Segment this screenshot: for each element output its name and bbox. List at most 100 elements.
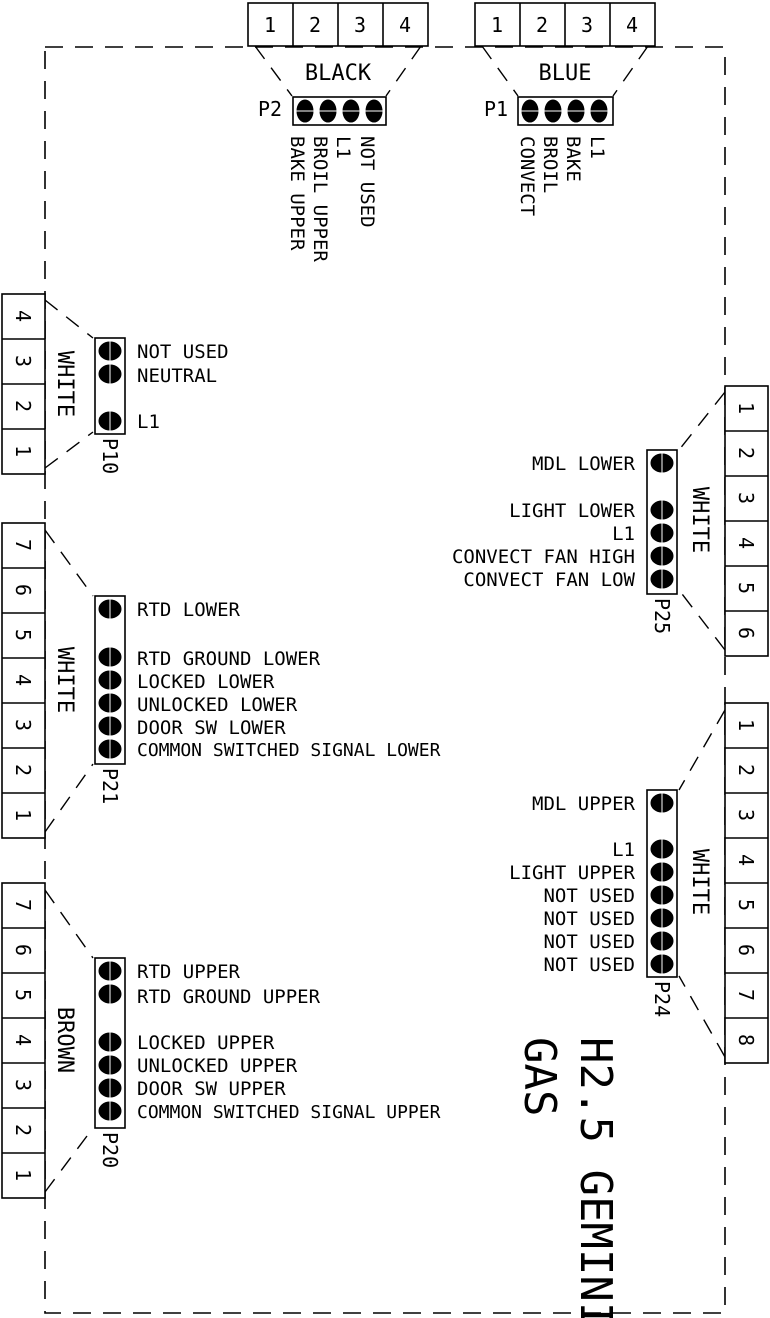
- p2-label-1: BAKE UPPER: [286, 136, 308, 251]
- connector-p24: 1 2 3 4 5 6 7 8 WHITE P24 MDL UPPER L1 L…: [509, 702, 769, 1064]
- p1-color-label: BLUE: [539, 61, 592, 86]
- p20-label-3: LOCKED UPPER: [137, 1032, 275, 1054]
- title-line-2: GAS: [514, 1037, 565, 1116]
- p21-label-2: RTD GROUND LOWER: [137, 648, 321, 670]
- p25-color-label: WHITE: [687, 487, 712, 553]
- p21-pin-5: 5: [11, 629, 35, 641]
- p20-pin-4: 4: [11, 1034, 35, 1046]
- p20-pin-5: 5: [11, 989, 35, 1001]
- p20-pin-strip: [1, 882, 46, 1199]
- p25-pin-3: 3: [734, 492, 758, 504]
- p21-label-6: COMMON SWITCHED SIGNAL LOWER: [137, 740, 441, 761]
- p20-pin-3: 3: [11, 1079, 35, 1091]
- p25-label-5: CONVECT FAN LOW: [463, 569, 635, 591]
- p21-pins: [98, 599, 122, 759]
- p24-pin-4: 4: [734, 854, 758, 866]
- p21-label-1: RTD LOWER: [137, 599, 241, 621]
- p20-label-5: DOOR SW UPPER: [137, 1078, 286, 1100]
- p10-pin-1: 1: [11, 445, 35, 457]
- p10-ref-label: P10: [98, 438, 122, 474]
- p25-label-4: CONVECT FAN HIGH: [452, 546, 635, 568]
- connector-p1: 1 2 3 4 BLUE P1 CONVECT BROIL BAKE L1: [474, 2, 656, 216]
- p2-pin-3: 3: [354, 13, 366, 37]
- p20-pin-7: 7: [11, 899, 35, 911]
- p21-ref-label: P21: [98, 768, 122, 804]
- p21-pin-7: 7: [11, 539, 35, 551]
- p25-pin-1: 1: [734, 402, 758, 414]
- p1-pin-2: 2: [536, 13, 548, 37]
- p2-pin-1: 1: [264, 13, 276, 37]
- p10-pin-2: 2: [11, 400, 35, 412]
- p1-pin-1: 1: [491, 13, 503, 37]
- p21-label-5: DOOR SW LOWER: [137, 717, 286, 739]
- connector-p20: 7 6 5 4 3 2 1 BROWN P20 RTD UPPER RTD GR…: [1, 882, 441, 1199]
- p24-label-4: NOT USED: [543, 885, 635, 907]
- p21-color-label: WHITE: [52, 647, 77, 713]
- p2-pin-4: 4: [399, 13, 411, 37]
- p1-pins: [521, 99, 608, 123]
- p10-label-2: NEUTRAL: [137, 365, 217, 387]
- p20-pins: [98, 961, 122, 1121]
- p20-pin-2: 2: [11, 1124, 35, 1136]
- connector-p2: 1 2 3 4 BLACK P2 BAKE UPPER BROIL UPPER …: [247, 2, 429, 262]
- p2-color-label: BLACK: [305, 61, 372, 86]
- p10-label-3: L1: [137, 411, 160, 433]
- connector-p10: 4 3 2 1 WHITE P10 NOT USED NEUTRAL L1: [1, 293, 229, 475]
- p24-label-6: NOT USED: [543, 931, 635, 953]
- p20-color-label: BROWN: [52, 1007, 77, 1073]
- p24-pins: [650, 793, 674, 974]
- p24-pin-2: 2: [734, 764, 758, 776]
- p20-label-2: RTD GROUND UPPER: [137, 986, 321, 1008]
- p1-label-4: L1: [586, 136, 608, 159]
- board-title: H2.5 GEMINI GAS: [514, 1037, 621, 1318]
- p25-label-3: L1: [612, 523, 635, 545]
- p25-pin-2: 2: [734, 447, 758, 459]
- p2-label-4: NOT USED: [356, 136, 378, 228]
- p20-pin-6: 6: [11, 944, 35, 956]
- p20-label-6: COMMON SWITCHED SIGNAL UPPER: [137, 1102, 441, 1123]
- p1-ref-label: P1: [484, 97, 508, 121]
- p10-label-1: NOT USED: [137, 341, 229, 363]
- p25-pin-6: 6: [734, 627, 758, 639]
- p24-pin-1: 1: [734, 719, 758, 731]
- p10-pins: [98, 341, 122, 431]
- p24-pin-3: 3: [734, 809, 758, 821]
- p24-pin-5: 5: [734, 899, 758, 911]
- p20-label-4: UNLOCKED UPPER: [137, 1055, 298, 1077]
- p1-label-3: BAKE: [562, 136, 584, 182]
- connector-p21: 7 6 5 4 3 2 1 WHITE P21 RTD LOWER RTD GR…: [1, 522, 441, 839]
- p25-label-1: MDL LOWER: [532, 453, 636, 475]
- p24-pin-7: 7: [734, 989, 758, 1001]
- connector-p25: 1 2 3 4 5 6 WHITE P25 MDL LOWER LIGHT LO…: [452, 385, 769, 657]
- p24-label-1: MDL UPPER: [532, 793, 636, 815]
- p25-pin-4: 4: [734, 537, 758, 549]
- p10-color-label: WHITE: [52, 351, 77, 417]
- p24-label-7: NOT USED: [543, 954, 635, 976]
- p24-label-5: NOT USED: [543, 908, 635, 930]
- p2-ref-label: P2: [258, 97, 282, 121]
- p21-label-3: LOCKED LOWER: [137, 671, 275, 693]
- p20-label-1: RTD UPPER: [137, 961, 241, 983]
- p21-pin-strip: [1, 522, 46, 839]
- p1-pin-3: 3: [581, 13, 593, 37]
- p24-ref-label: P24: [650, 981, 674, 1017]
- p21-pin-1: 1: [11, 809, 35, 821]
- p24-label-3: LIGHT UPPER: [509, 862, 635, 884]
- p21-pin-3: 3: [11, 719, 35, 731]
- board-outline: [44, 46, 726, 1314]
- p2-label-2: BROIL UPPER: [309, 136, 331, 262]
- p20-pin-1: 1: [11, 1169, 35, 1181]
- title-line-1: H2.5 GEMINI: [570, 1037, 621, 1318]
- p2-label-3: L1: [332, 136, 354, 159]
- p24-color-label: WHITE: [687, 849, 712, 915]
- p1-pin-4: 4: [626, 13, 638, 37]
- p24-pin-8: 8: [734, 1034, 758, 1046]
- p24-label-2: L1: [612, 839, 635, 861]
- p25-pin-5: 5: [734, 582, 758, 594]
- p10-pin-4: 4: [11, 310, 35, 322]
- p25-ref-label: P25: [650, 598, 674, 634]
- p21-pin-4: 4: [11, 674, 35, 686]
- p25-pins: [650, 453, 674, 589]
- p25-label-2: LIGHT LOWER: [509, 500, 635, 522]
